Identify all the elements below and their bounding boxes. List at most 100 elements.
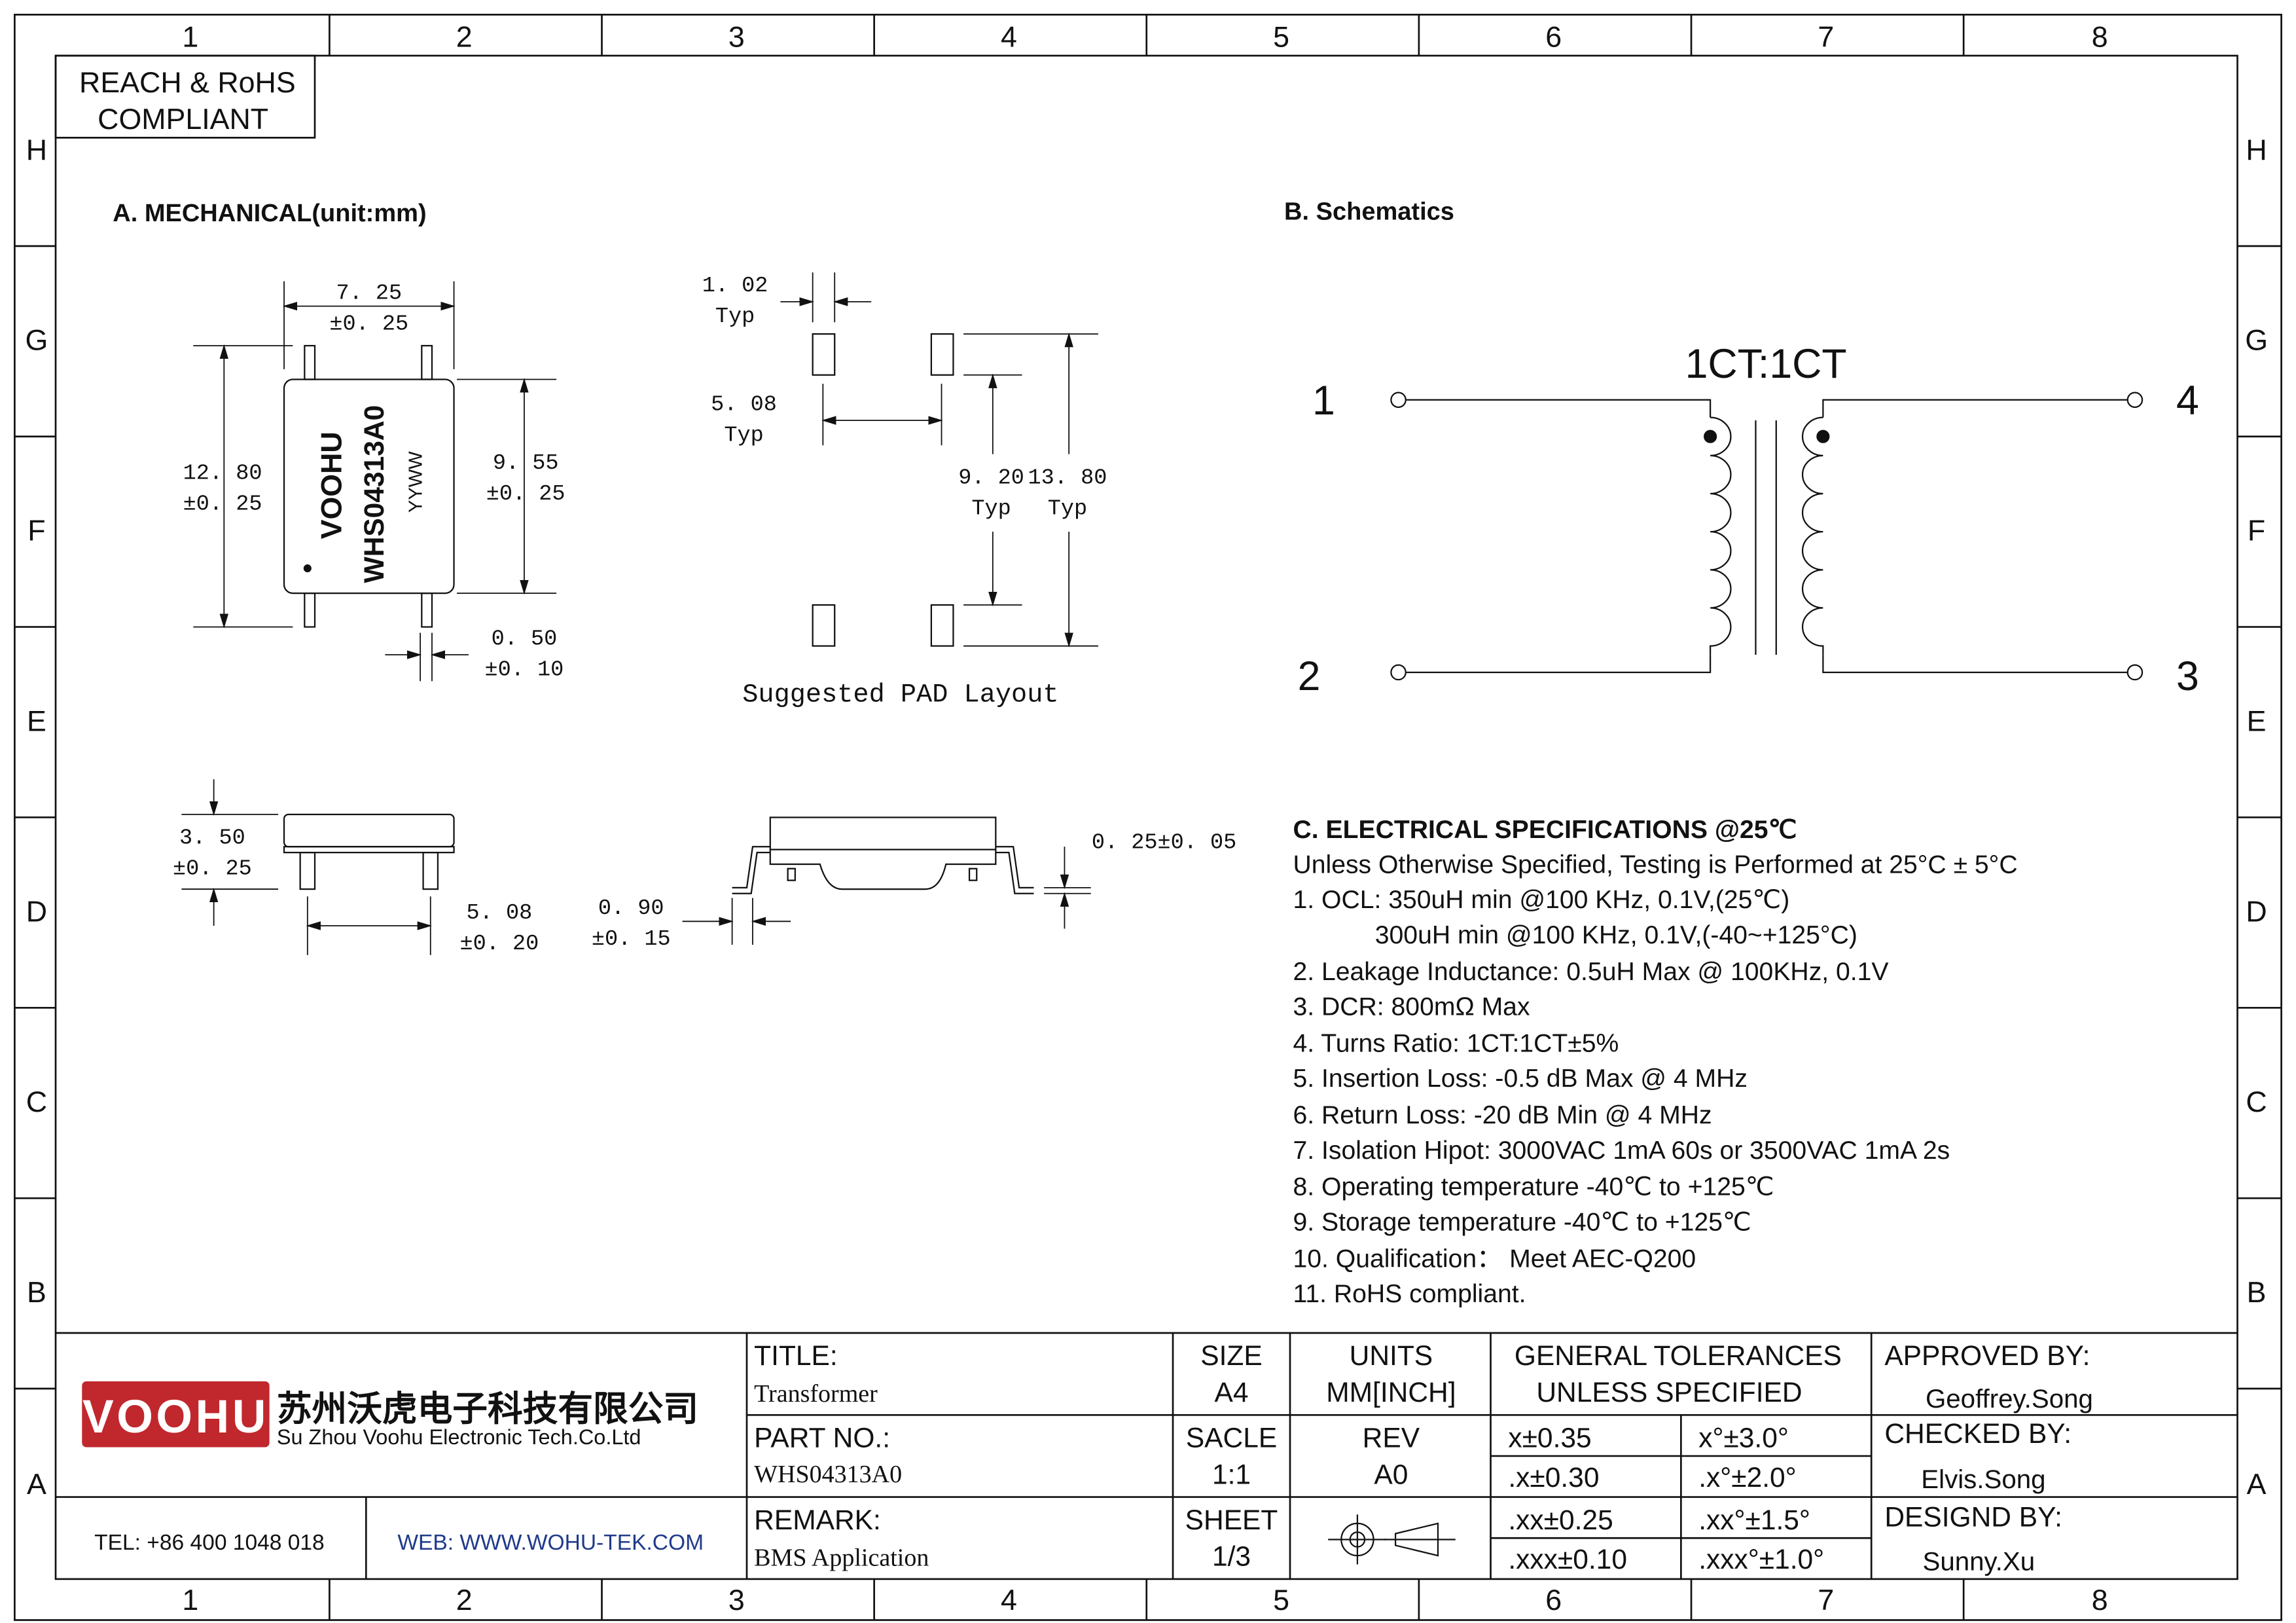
side-view-drawing	[181, 779, 455, 955]
pad-outer-typ: Typ	[1048, 496, 1087, 521]
dim-pitch-value: 5. 08	[467, 901, 533, 926]
scale-value: 1:1	[1212, 1459, 1251, 1490]
approved-by-label: APPROVED BY:	[1884, 1341, 2090, 1372]
top-view-dimensions: 7. 25 ±0. 25 12. 80 ±0. 25 9. 55 ±0. 25 …	[183, 281, 565, 682]
designed-by-value: Sunny.Xu	[1923, 1546, 2036, 1576]
title-label: TITLE:	[754, 1341, 838, 1372]
rev-value: A0	[1374, 1459, 1408, 1490]
row-label-left: E	[27, 704, 46, 737]
turns-ratio-label: 1CT:1CT	[1685, 341, 1847, 387]
spec-line: 5. Insertion Loss: -0.5 dB Max @ 4 MHz	[1293, 1065, 1748, 1093]
top-view-drawing	[193, 281, 557, 682]
spec-line: 8. Operating temperature -40℃ to +125℃	[1293, 1173, 1774, 1201]
pad-layout-drawing	[780, 272, 1098, 647]
tolerance-angular: .x°±2.0°	[1698, 1463, 1796, 1493]
telephone: TEL: +86 400 1048 018	[94, 1531, 325, 1555]
col-label-top: 4	[1001, 21, 1017, 54]
transformer-schematic	[1390, 392, 2144, 681]
row-label-right: B	[2247, 1276, 2267, 1309]
spec-line: 6. Return Loss: -20 dB Min @ 4 MHz	[1293, 1101, 1712, 1129]
col-label-top: 3	[728, 21, 745, 54]
pad-width-value: 1. 02	[702, 274, 768, 299]
title-block-grid	[56, 1332, 2238, 1579]
body-brand-marking: VOOHU	[315, 431, 348, 539]
company-logo: VOOHU	[82, 1381, 270, 1448]
tolerance-heading-2: UNLESS SPECIFIED	[1536, 1377, 1802, 1408]
terminal-1	[1390, 392, 1407, 409]
dim-body-tol: ±0. 25	[486, 482, 565, 507]
row-label-left: B	[27, 1276, 46, 1309]
dim-body-value: 9. 55	[493, 451, 559, 476]
tolerance-linear: .x±0.30	[1508, 1463, 1599, 1493]
col-label-top: 1	[182, 21, 198, 54]
dim-pitch-tol: ±0. 20	[460, 932, 539, 957]
row-label-right: A	[2247, 1468, 2267, 1501]
top-view-marking: VOOHU WHS04313A0 YYWW	[315, 405, 426, 583]
electrical-heading: C. ELECTRICAL SPECIFICATIONS @25℃	[1293, 816, 1797, 844]
dim-width-value: 7. 25	[336, 281, 402, 306]
drawing-frame	[14, 14, 2282, 1621]
sheet-info-fields: SIZE A4 UNITS MM[INCH] SACLE 1:1 REV A0 …	[1185, 1341, 1456, 1573]
title-value: Transformer	[754, 1380, 878, 1408]
row-label-left: A	[27, 1468, 46, 1501]
tolerance-linear: .xx±0.25	[1508, 1505, 1613, 1536]
checked-by-label: CHECKED BY:	[1884, 1419, 2072, 1450]
col-label-top: 5	[1273, 21, 1289, 54]
front-view-dimensions: 0. 90 ±0. 15 0. 25±0. 05	[592, 830, 1236, 952]
dim-pin-tol: ±0. 10	[485, 657, 564, 682]
electrical-specifications: C. ELECTRICAL SPECIFICATIONS @25℃ Unless…	[1293, 816, 2017, 1308]
row-label-right: C	[2246, 1085, 2267, 1118]
col-label-bottom: 3	[728, 1584, 745, 1616]
sheet-label: SHEET	[1185, 1505, 1278, 1536]
dim-height-tol: ±0. 25	[173, 857, 252, 882]
part-no-value: WHS04313A0	[754, 1461, 902, 1488]
mechanical-heading: A. MECHANICAL(unit:mm)	[113, 200, 426, 227]
row-label-right: D	[2246, 895, 2267, 928]
dim-width-tol: ±0. 25	[329, 312, 408, 337]
compliance-box: REACH & RoHS COMPLIANT	[54, 54, 316, 139]
schematic-labels: 1CT:1CT 1 2 4 3	[1298, 341, 2199, 699]
pad-pitch-value: 5. 08	[711, 392, 777, 417]
spec-line: 11. RoHS compliant.	[1293, 1280, 1526, 1308]
row-label-right: H	[2246, 134, 2267, 166]
pin-label-1: 1	[1312, 378, 1335, 424]
row-label-left: G	[26, 324, 48, 357]
dim-height-value: 3. 50	[179, 826, 245, 851]
general-tolerances: GENERAL TOLERANCES UNLESS SPECIFIED x±0.…	[1508, 1341, 1841, 1575]
pad-layout-caption: Suggested PAD Layout	[742, 680, 1058, 710]
body-part-marking: WHS04313A0	[359, 405, 390, 583]
dim-length-value: 12. 80	[183, 462, 262, 486]
electrical-intro: Unless Otherwise Specified, Testing is P…	[1293, 850, 2017, 879]
remark-value: BMS Application	[754, 1544, 929, 1572]
website-link[interactable]: WEB: WWW.WOHU-TEK.COM	[397, 1531, 704, 1555]
row-label-left: D	[26, 895, 47, 928]
schematic-heading: B. Schematics	[1284, 198, 1454, 226]
rev-label: REV	[1363, 1423, 1420, 1454]
col-label-top: 8	[2092, 21, 2108, 54]
body-datecode-marking: YYWW	[405, 451, 426, 513]
col-label-bottom: 6	[1545, 1584, 1562, 1616]
company-name-cn: 苏州沃虎电子科技有限公司	[277, 1389, 698, 1429]
row-label-left: C	[26, 1085, 47, 1118]
tolerance-angular: .xxx°±1.0°	[1698, 1544, 1824, 1575]
sheet-value: 1/3	[1212, 1542, 1251, 1573]
row-label-right: F	[2248, 515, 2265, 547]
dim-foot-value: 0. 90	[598, 896, 664, 921]
projection-symbol-icon	[1328, 1514, 1456, 1565]
pin-label-3: 3	[2176, 653, 2199, 699]
pad-inner-value: 9. 20	[958, 465, 1024, 490]
side-view-dimensions: 3. 50 ±0. 25 5. 08 ±0. 20	[173, 826, 539, 957]
front-view-drawing	[682, 816, 1091, 945]
spec-line: 300uH min @100 KHz, 0.1V,(-40~+125°C)	[1375, 921, 1857, 949]
tolerance-linear: x±0.35	[1508, 1423, 1591, 1454]
spec-line: 10. Qualification： Meet AEC-Q200	[1293, 1245, 1696, 1273]
terminal-2	[1390, 664, 1407, 681]
logo-wordmark: VOOHU	[82, 1391, 269, 1443]
company-name-en: Su Zhou Voohu Electronic Tech.Co.Ltd	[277, 1425, 641, 1449]
terminal-3	[2126, 664, 2144, 681]
tolerance-heading-1: GENERAL TOLERANCES	[1515, 1341, 1842, 1372]
terminal-4	[2126, 392, 2144, 409]
approved-by-value: Geoffrey.Song	[1926, 1384, 2093, 1413]
dim-pin-value: 0. 50	[492, 627, 558, 651]
